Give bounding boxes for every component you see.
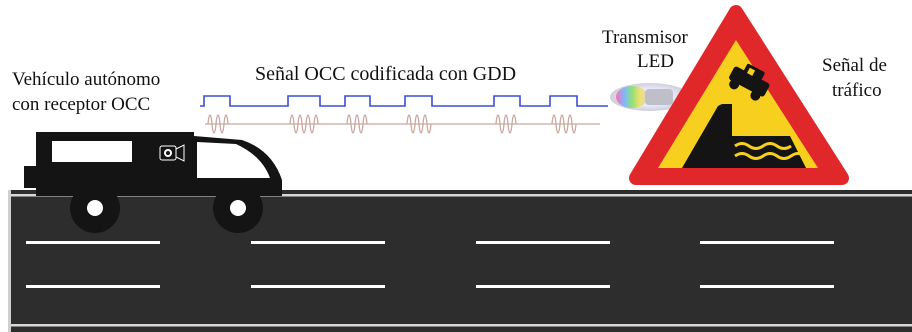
lane-dash bbox=[476, 285, 610, 288]
lane-dash bbox=[251, 241, 385, 244]
lane-dash bbox=[700, 241, 834, 244]
lane-markings bbox=[26, 241, 834, 288]
lane-dash bbox=[476, 241, 610, 244]
road-surface bbox=[8, 190, 912, 332]
lane-dash bbox=[26, 285, 160, 288]
lane-dash bbox=[700, 285, 834, 288]
burst-waveform-signal bbox=[205, 114, 600, 134]
transmitter-label-line1: Transmisor bbox=[602, 27, 688, 48]
vehicle-label-line2: con receptor OCC bbox=[12, 94, 151, 115]
road-top-edge-line bbox=[8, 194, 912, 197]
lane-dash bbox=[251, 285, 385, 288]
door-handle bbox=[160, 160, 166, 166]
camera-icon bbox=[159, 144, 185, 162]
road-left-edge bbox=[8, 190, 11, 332]
transmitter-label-line2: LED bbox=[637, 51, 674, 72]
traffic-sign-label-line1: Señal de bbox=[822, 55, 887, 76]
suv-icon bbox=[24, 132, 282, 233]
square-wave-signal bbox=[200, 95, 608, 107]
traffic-sign-label-line2: tráfico bbox=[832, 80, 882, 101]
cliff-warning-sign-icon bbox=[629, 5, 849, 185]
vehicle-label-line1: Vehículo autónomo bbox=[12, 69, 161, 90]
led-transmitter-icon bbox=[610, 83, 690, 111]
road bbox=[8, 190, 912, 332]
lane-dash bbox=[26, 241, 160, 244]
road-bottom-edge-line bbox=[8, 324, 912, 327]
signal-label: Señal OCC codificada con GDD bbox=[255, 63, 517, 85]
